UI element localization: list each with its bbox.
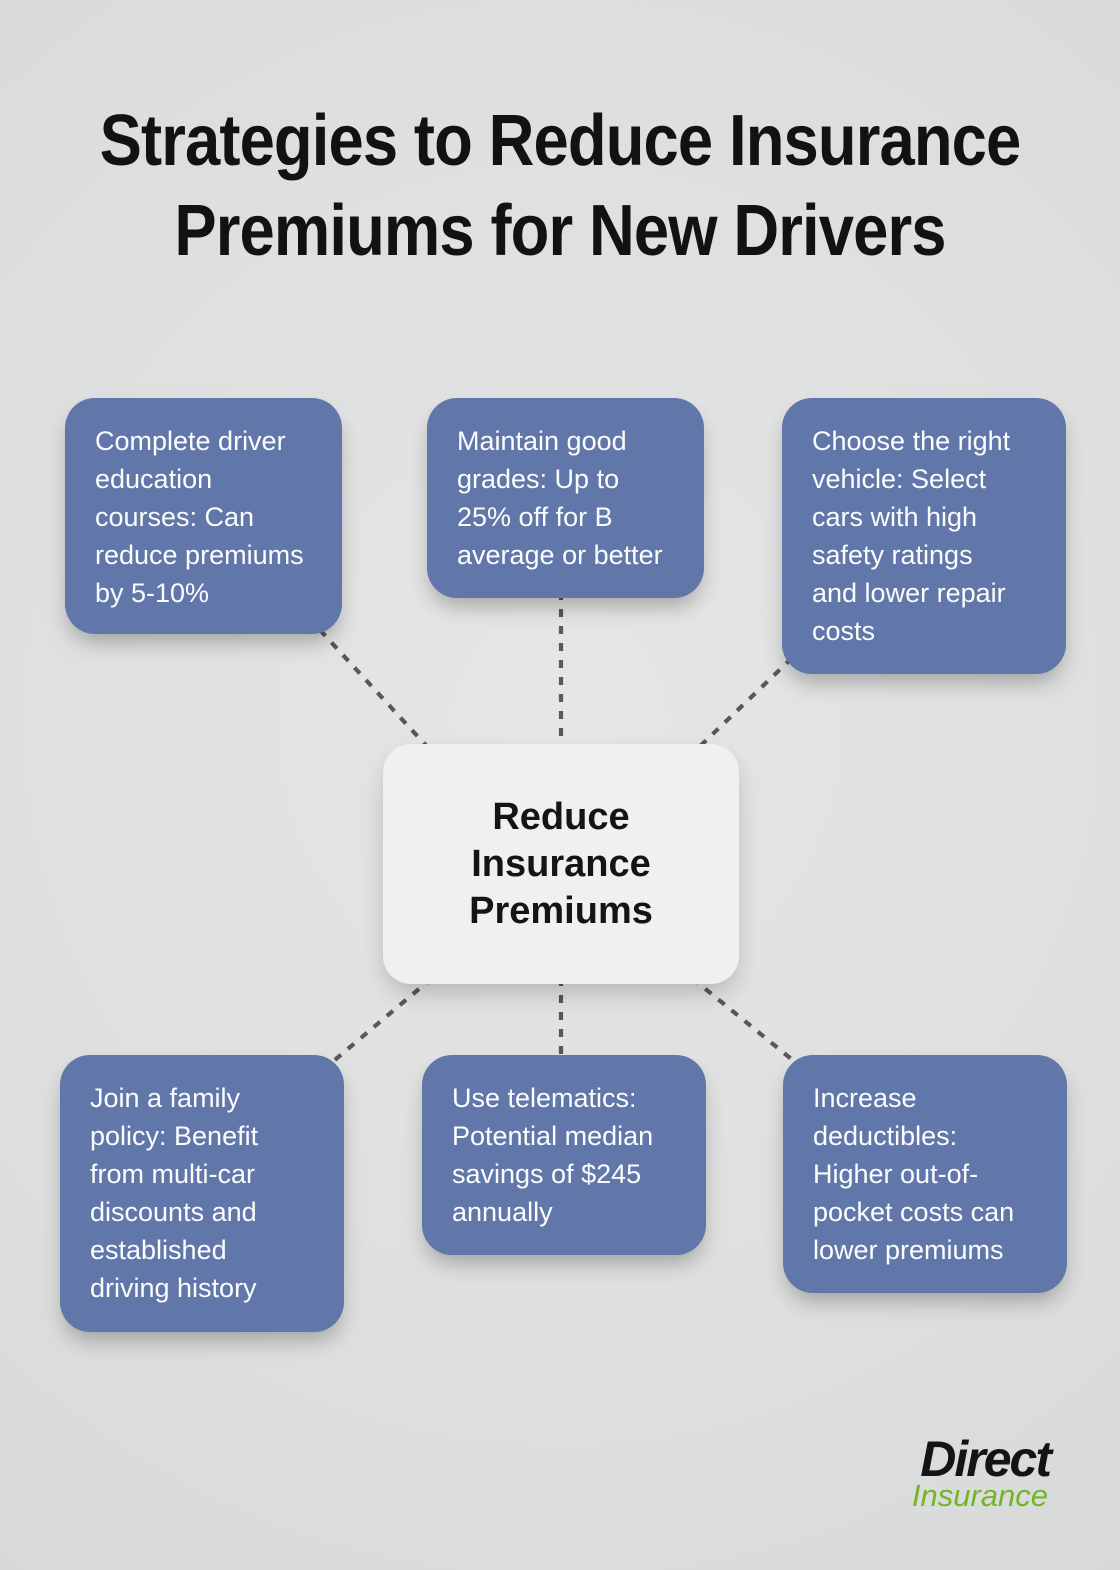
logo-tagline: Insurance (911, 1478, 1048, 1513)
strategy-box-good-grades: Maintain good grades: Up to 25% off for … (427, 398, 704, 598)
strategy-box-driver-education: Complete driver education courses: Can r… (65, 398, 342, 634)
strategy-text-telematics: Use telematics: Potential median savings… (452, 1083, 654, 1227)
center-node: Reduce Insurance Premiums (383, 744, 739, 984)
connector-bottom-right (690, 976, 797, 1064)
strategy-box-deductibles: Increase deductibles: Higher out-of-pock… (783, 1055, 1067, 1293)
connector-bottom-left (328, 976, 434, 1066)
strategy-text-deductibles: Increase deductibles: Higher out-of-pock… (813, 1083, 1015, 1265)
connector-top-right (692, 656, 794, 754)
direct-insurance-logo: Direct Insurance (911, 1431, 1052, 1513)
center-node-label: Reduce Insurance Premiums (469, 795, 653, 932)
strategy-text-good-grades: Maintain good grades: Up to 25% off for … (457, 426, 663, 570)
strategy-text-driver-education: Complete driver education courses: Can r… (95, 426, 304, 608)
logo-name: Direct (920, 1431, 1052, 1487)
page-title: Strategies to Reduce Insurance Premiums … (99, 101, 1022, 271)
strategy-box-right-vehicle: Choose the right vehicle: Select cars wi… (782, 398, 1066, 674)
strategy-box-family-policy: Join a family policy: Benefit from multi… (60, 1055, 344, 1332)
strategy-text-right-vehicle: Choose the right vehicle: Select cars wi… (812, 426, 1011, 646)
strategy-box-telematics: Use telematics: Potential median savings… (422, 1055, 706, 1255)
connector-top-left (318, 628, 434, 754)
strategy-text-family-policy: Join a family policy: Benefit from multi… (90, 1083, 259, 1303)
